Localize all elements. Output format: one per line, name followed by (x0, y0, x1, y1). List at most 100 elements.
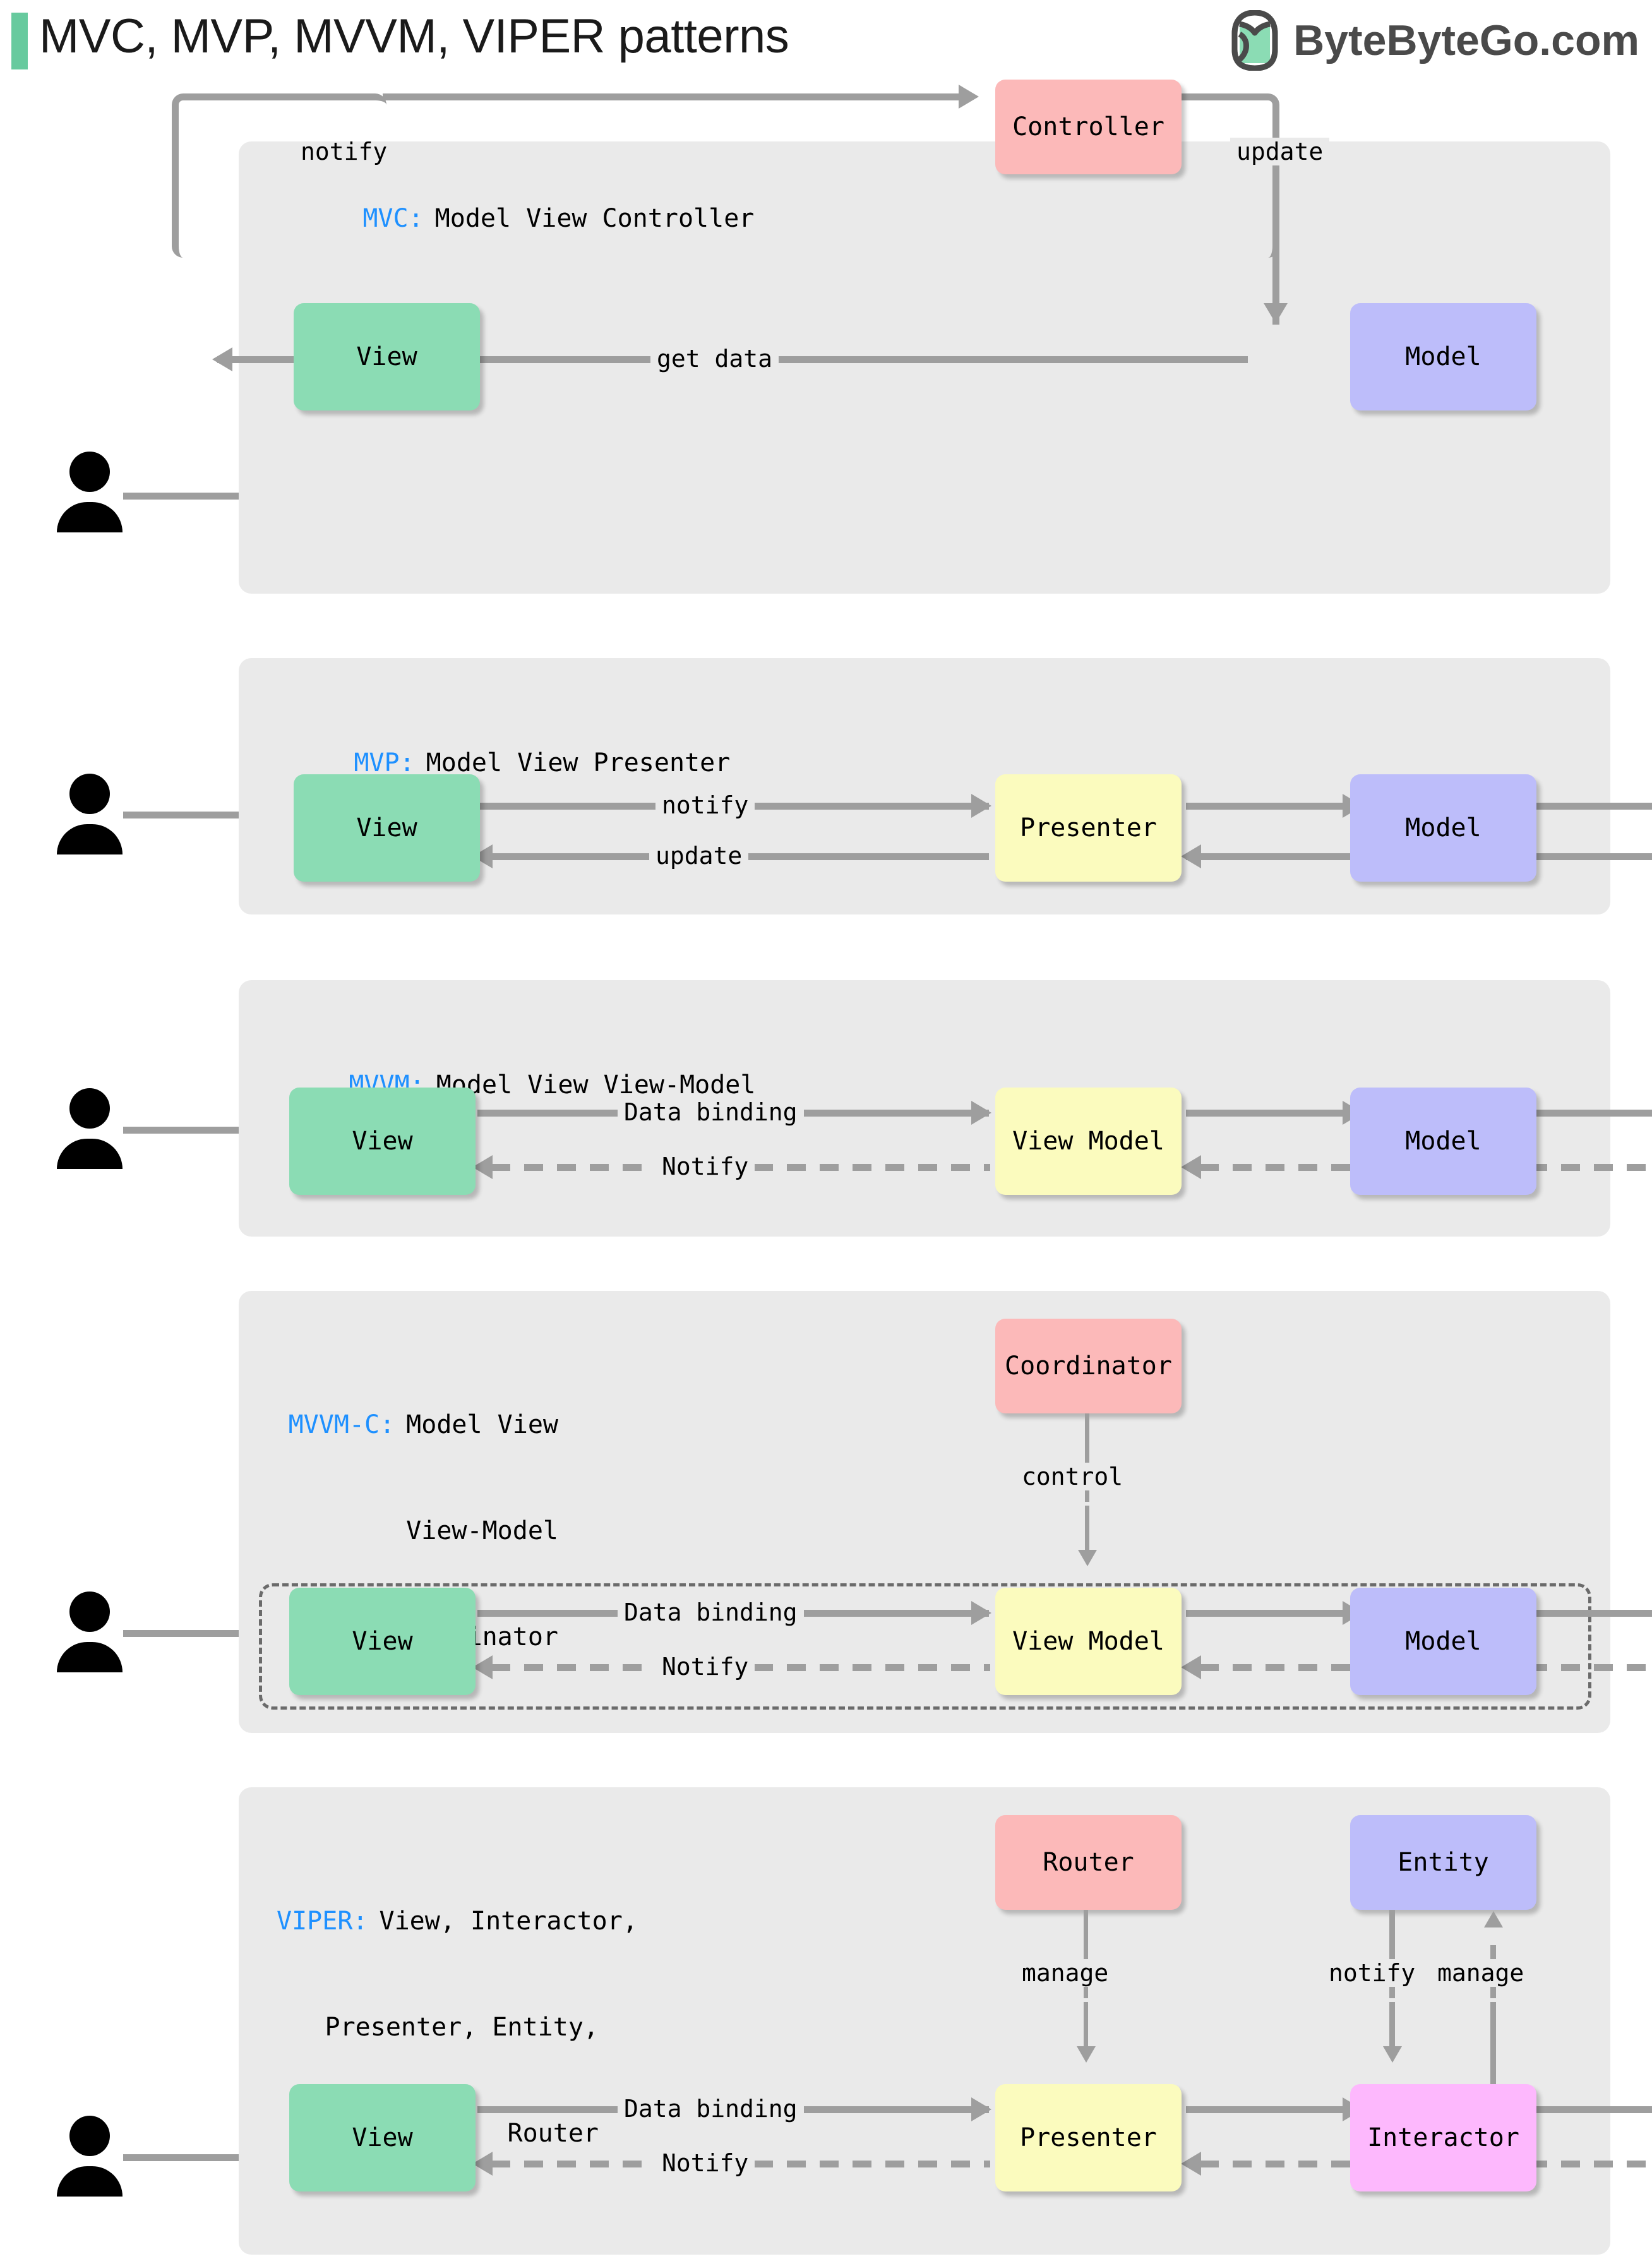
update-line-mvc (1272, 205, 1279, 325)
manage-entity-line2-viper (1490, 2002, 1496, 2084)
notify-right-arrow-viper (1181, 2152, 1201, 2176)
page-header: MVC, MVP, MVVM, VIPER patterns ByteByteG… (0, 0, 1652, 107)
actor-to-view-line-mvvmc (123, 1630, 294, 1637)
manage-router-line-viper (1084, 1910, 1088, 1998)
node-view-mvc[interactable]: View (294, 303, 480, 411)
actor-to-view-line-mvp (123, 812, 294, 818)
node-entity-viper[interactable]: Entity (1350, 1815, 1536, 1910)
panel-expansion-viper-line1: View, Interactor, (379, 1907, 638, 1936)
notify-right-arrow-mvvmc (1181, 1655, 1201, 1679)
edge-label-notify-left-viper: Notify (655, 2149, 755, 2177)
data-binding-arrow-mvvm (971, 1101, 991, 1125)
edge-label-update-mvc: update (1230, 138, 1330, 165)
view-to-controller-corner-mvc (172, 93, 386, 258)
node-view-mvp[interactable]: View (294, 774, 480, 882)
edge-label-control-mvvmc: control (1015, 1463, 1130, 1490)
node-model-mvvmc[interactable]: Model (1350, 1588, 1536, 1695)
panel-title-mvp: MVP:Model View Presenter (293, 710, 730, 816)
node-view-mvvm[interactable]: View (289, 1088, 476, 1195)
update-arrow-mvc (1264, 303, 1288, 323)
panel-expansion-mvc: Model View Controller (434, 204, 755, 233)
edge-label-manage-router-viper: manage (1015, 1959, 1115, 1987)
notify-arrow-mvp (971, 794, 991, 818)
node-coordinator-mvvmc[interactable]: Coordinator (995, 1319, 1182, 1413)
node-view-viper[interactable]: View (289, 2084, 476, 2191)
actor-body-icon (57, 1642, 123, 1672)
manage-router-arrow-viper (1077, 2046, 1096, 2063)
node-interactor-viper[interactable]: Interactor (1350, 2084, 1536, 2191)
edge-label-notify-mvc: notify (301, 138, 388, 165)
actor-body-icon (57, 2166, 123, 2197)
actor-head-icon (69, 1592, 110, 1632)
mvvm-group-box (259, 1583, 1591, 1710)
notify-arrow-mvc (959, 85, 979, 109)
panel-expansion-viper-line3: Router (507, 2119, 599, 2148)
brand-name: ByteByteGo.com (1293, 16, 1639, 64)
edge-label-notify-entity-viper: notify (1322, 1959, 1422, 1987)
edge-label-notify-left-mvvmc: Notify (655, 1653, 755, 1681)
panel-abbr-mvvmc: MVVM-C: (288, 1410, 395, 1439)
panel-title-mvvm: MVVM:Model View View-Model (288, 1032, 755, 1138)
control-line2-mvvmc (1085, 1506, 1089, 1556)
panel-abbr-mvc: MVC: (362, 204, 424, 233)
edge-label-update-back-mvp: update (649, 842, 749, 870)
node-view-model-mvvm[interactable]: View Model (995, 1088, 1182, 1195)
edge-label-data-binding-mvvmc: Data binding (618, 1598, 804, 1626)
actor-icon-mvp (57, 774, 123, 854)
actor-to-view-line-mvvm (123, 1127, 294, 1134)
bytebytego-leaf-logo-icon (1231, 10, 1278, 71)
notify-entity-line-viper (1389, 1910, 1395, 1998)
edge-label-get-data-mvc: get data (650, 345, 779, 373)
edge-label-notify-left-mvvm: Notify (655, 1153, 755, 1180)
panel-expansion-viper-line2: Presenter, Entity, (325, 2013, 599, 2042)
actor-icon-mvc (57, 452, 123, 532)
panel-mvp: MVP:Model View Presenter notify update u… (239, 658, 1652, 914)
edge-label-data-binding-mvvm: Data binding (618, 1098, 804, 1126)
actor-icon-mvvmc (57, 1592, 123, 1672)
notify-entity-line2-viper (1389, 2002, 1395, 2053)
node-model-mvc[interactable]: Model (1350, 303, 1536, 411)
edge-label-manage-entity-viper: manage (1431, 1959, 1531, 1987)
panel-mvvmc: MVVM-C:Model View View-Model Coordinator… (239, 1291, 1652, 1733)
node-router-viper[interactable]: Router (995, 1815, 1182, 1910)
manage-entity-arrow-viper (1484, 1911, 1503, 1927)
node-model-mvp[interactable]: Model (1350, 774, 1536, 882)
notify-left-arrow-mvvmc (472, 1655, 493, 1679)
panel-title-viper: VIPER: View, Interactor, Presenter, Entit… (277, 1833, 638, 2222)
node-view-model-mvvmc[interactable]: View Model (995, 1588, 1182, 1695)
control-arrow-mvvmc (1078, 1550, 1097, 1566)
data-binding-arrow-mvvmc (971, 1601, 991, 1625)
actor-to-view-line-viper (123, 2154, 294, 2161)
actor-head-icon (69, 452, 110, 492)
notify-left-arrow-viper (472, 2152, 493, 2176)
panel-expansion-mvvmc-line1: Model View (406, 1410, 558, 1439)
notify-left-arrow-mvvm (472, 1155, 493, 1179)
node-controller-mvc[interactable]: Controller (995, 80, 1182, 174)
actor-to-view-line-mvc (123, 493, 294, 500)
panel-abbr-viper: VIPER: (277, 1907, 368, 1936)
node-view-mvvmc[interactable]: View (289, 1588, 476, 1695)
title-accent-bar (11, 13, 28, 69)
node-presenter-mvp[interactable]: Presenter (995, 774, 1182, 882)
actor-icon-viper (57, 2116, 123, 2197)
edge-label-data-binding-viper: Data binding (618, 2095, 804, 2123)
get-data-arrow-mvc (212, 347, 232, 371)
actor-icon-mvvm (57, 1088, 123, 1169)
panel-abbr-mvp: MVP: (354, 748, 415, 777)
control-line-mvvmc (1085, 1413, 1089, 1502)
page-title: MVC, MVP, MVVM, VIPER patterns (39, 9, 789, 63)
get-data-arrow-mvp (1181, 844, 1201, 868)
actor-body-icon (57, 502, 123, 532)
notify-line-mvc (383, 93, 970, 100)
manage-router-line2-viper (1084, 2002, 1088, 2053)
panel-expansion-mvvm: Model View View-Model (436, 1070, 756, 1100)
edge-label-notify-mvp: notify (655, 791, 755, 819)
panel-title-mvc: MVC: Model View Controller (302, 165, 754, 272)
node-model-mvvm[interactable]: Model (1350, 1088, 1536, 1195)
actor-body-icon (57, 1139, 123, 1169)
data-binding-arrow-viper (971, 2097, 991, 2121)
panel-mvvm: MVVM:Model View View-Model Data binding … (239, 980, 1652, 1237)
actor-head-icon (69, 2116, 110, 2156)
brand: ByteByteGo.com (1228, 10, 1639, 71)
node-presenter-viper[interactable]: Presenter (995, 2084, 1182, 2191)
